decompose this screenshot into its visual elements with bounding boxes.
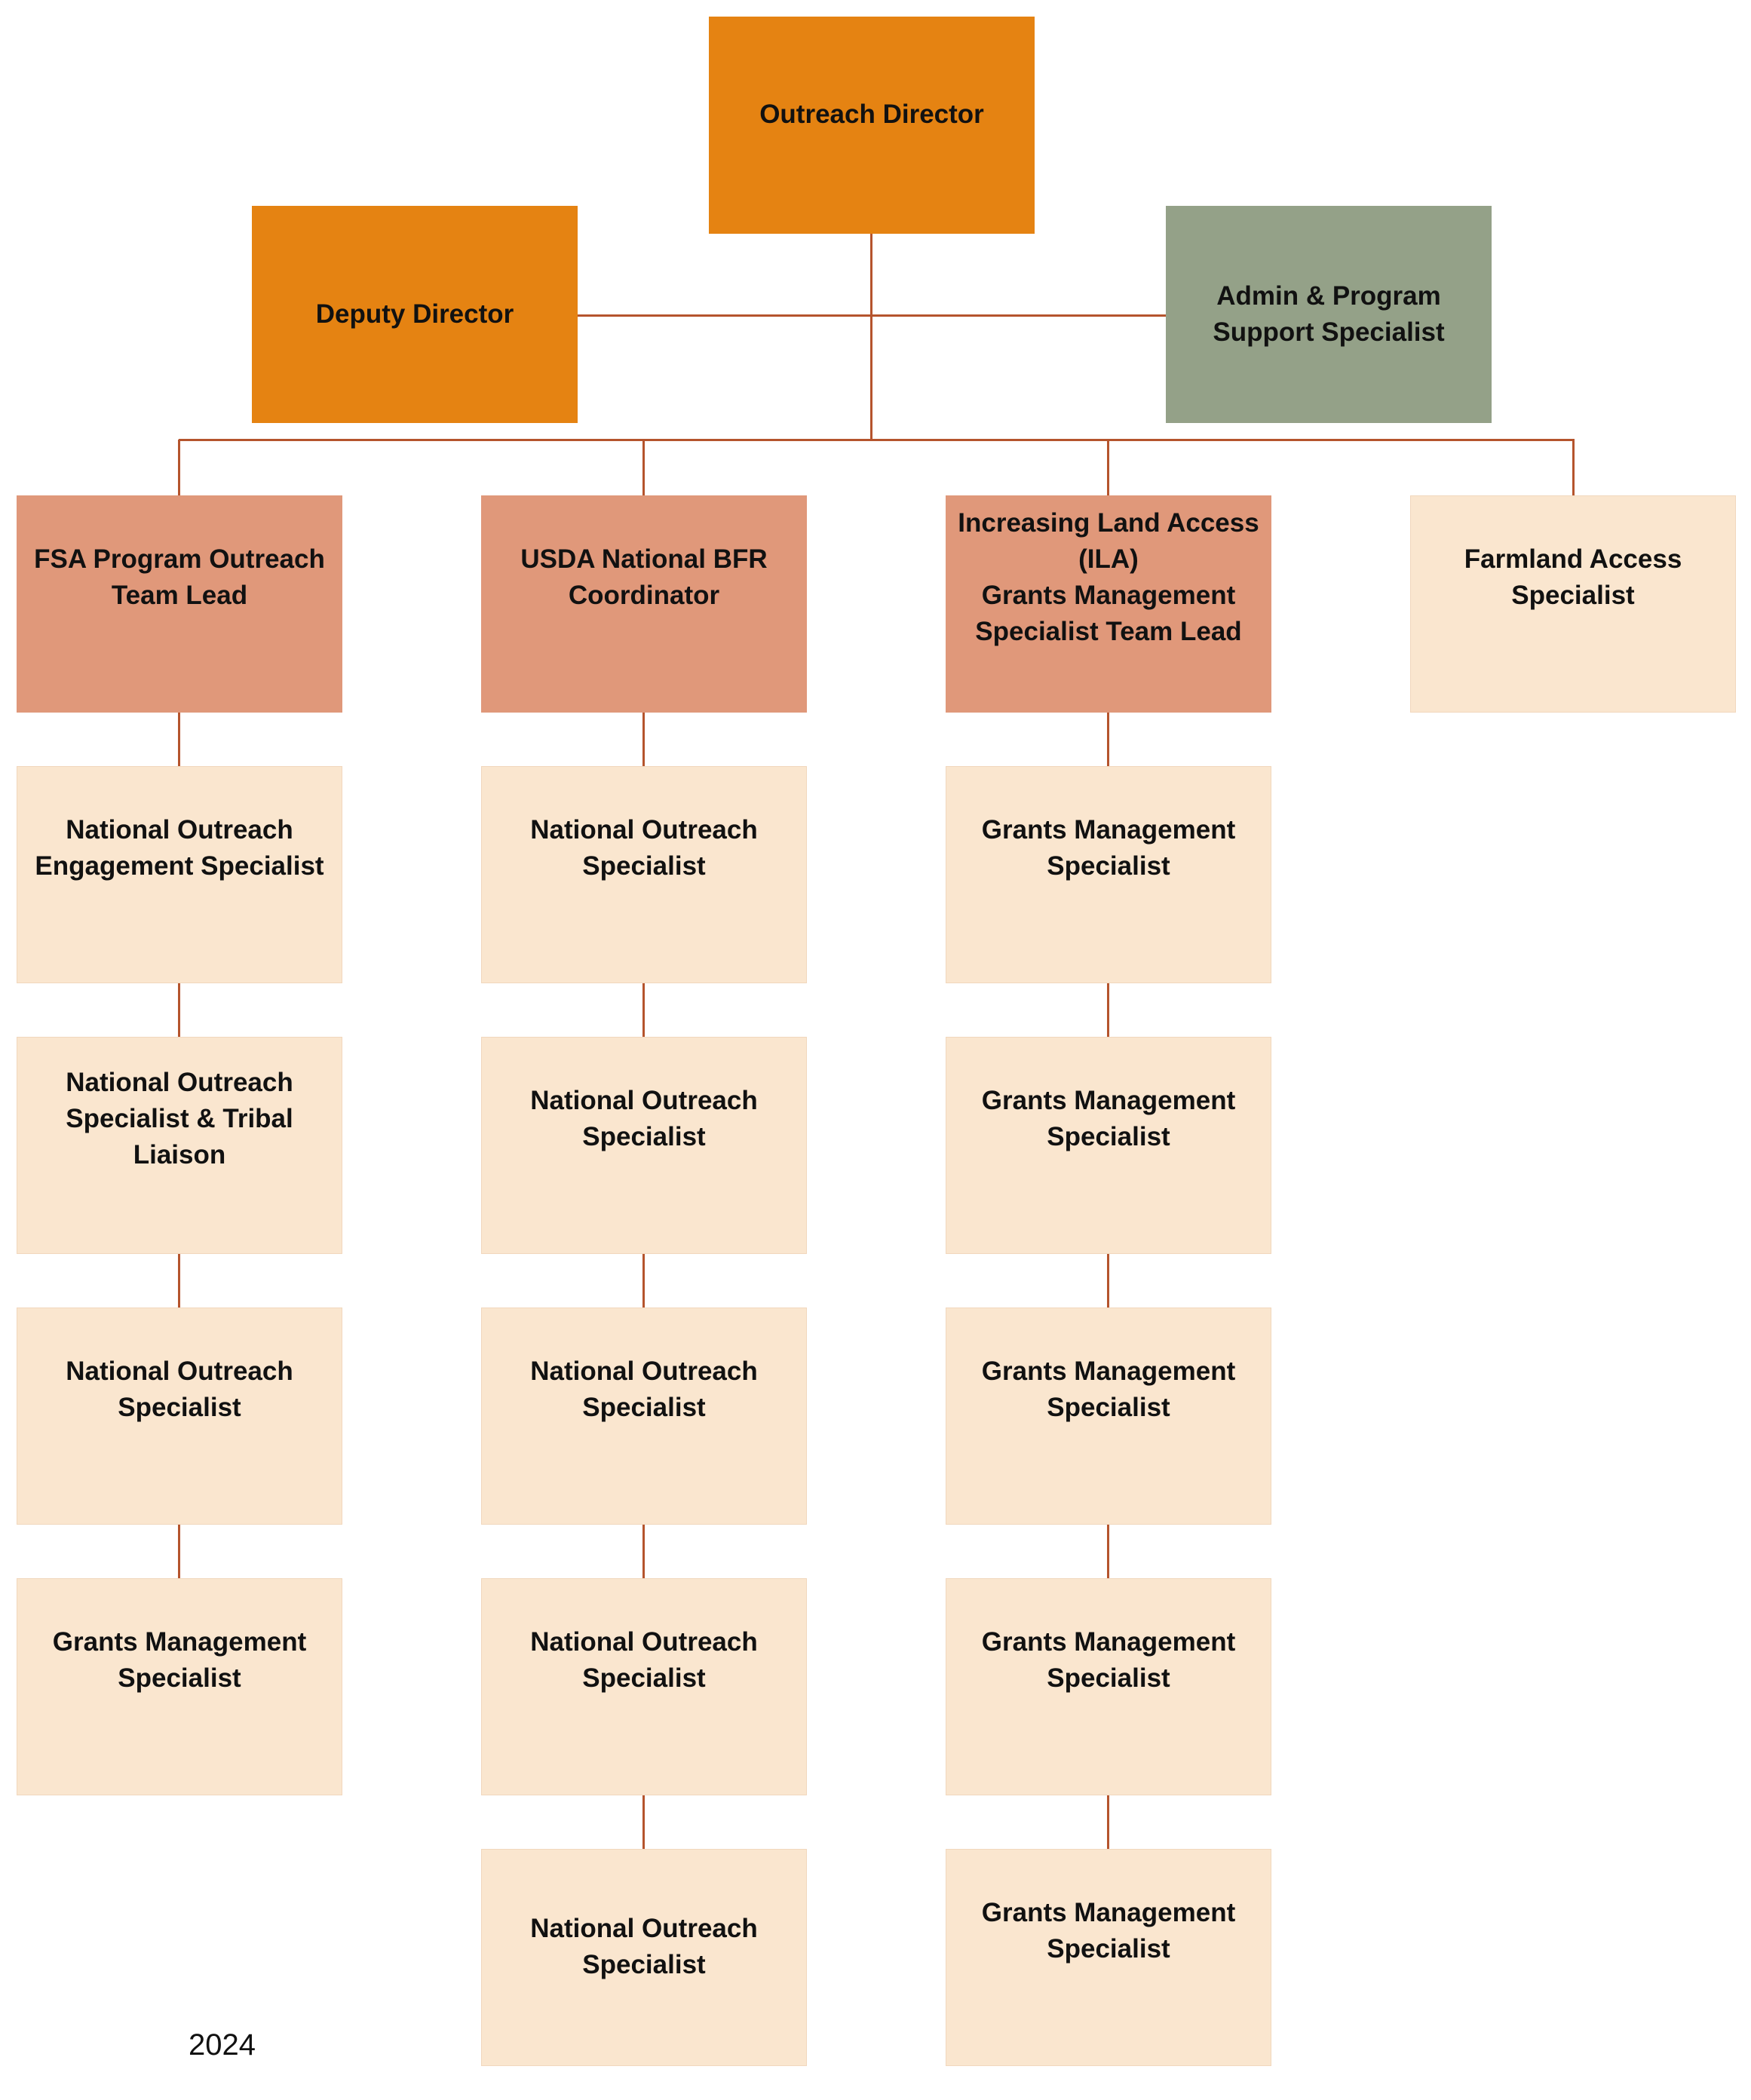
- staff-box-col3-2: Grants Management Specialist: [946, 1037, 1271, 1254]
- year-label: 2024: [189, 2028, 256, 2062]
- staff-box-col1-3: National Outreach Specialist: [17, 1308, 342, 1525]
- connector-line: [177, 440, 180, 495]
- deputy-director-box: Deputy Director: [252, 206, 578, 423]
- connector-line: [642, 440, 645, 495]
- staff-box-col3-5: Grants Management Specialist: [946, 1849, 1271, 2066]
- connector-line: [642, 713, 645, 766]
- connector-line: [1106, 440, 1109, 495]
- connector-line: [177, 713, 180, 766]
- connector-line: [1106, 1254, 1109, 1308]
- staff-box-col2-1: National Outreach Specialist: [481, 766, 807, 983]
- team-lead-box-bfr: USDA National BFR Coordinator: [481, 495, 807, 713]
- connector-line: [642, 1795, 645, 1849]
- connector-line: [1106, 1525, 1109, 1578]
- connector-line: [869, 234, 872, 440]
- connector-line: [1572, 440, 1575, 495]
- team-lead-box-ila: Increasing Land Access (ILA) Grants Mana…: [946, 495, 1271, 713]
- staff-box-col2-3: National Outreach Specialist: [481, 1308, 807, 1525]
- connector-line: [1106, 713, 1109, 766]
- farmland-access-specialist-box: Farmland Access Specialist: [1410, 495, 1736, 713]
- connector-line: [1106, 1795, 1109, 1849]
- staff-box-col3-1: Grants Management Specialist: [946, 766, 1271, 983]
- connector-line: [177, 1525, 180, 1578]
- staff-box-col2-5: National Outreach Specialist: [481, 1849, 807, 2066]
- admin-support-box: Admin & Program Support Specialist: [1166, 206, 1492, 423]
- outreach-director-box: Outreach Director: [709, 17, 1035, 234]
- staff-box-col2-4: National Outreach Specialist: [481, 1578, 807, 1795]
- connector-line: [642, 1525, 645, 1578]
- staff-box-col1-2: National Outreach Specialist & Tribal Li…: [17, 1037, 342, 1254]
- connector-line: [177, 1254, 180, 1308]
- connector-line: [578, 314, 1166, 317]
- connector-line: [1106, 983, 1109, 1037]
- staff-box-col2-2: National Outreach Specialist: [481, 1037, 807, 1254]
- team-lead-box-fsa: FSA Program Outreach Team Lead: [17, 495, 342, 713]
- connector-line: [179, 438, 1575, 441]
- staff-box-col3-4: Grants Management Specialist: [946, 1578, 1271, 1795]
- connector-line: [642, 983, 645, 1037]
- staff-box-col3-3: Grants Management Specialist: [946, 1308, 1271, 1525]
- staff-box-col1-4: Grants Management Specialist: [17, 1578, 342, 1795]
- staff-box-col1-1: National Outreach Engagement Specialist: [17, 766, 342, 983]
- connector-line: [642, 1254, 645, 1308]
- connector-line: [177, 983, 180, 1037]
